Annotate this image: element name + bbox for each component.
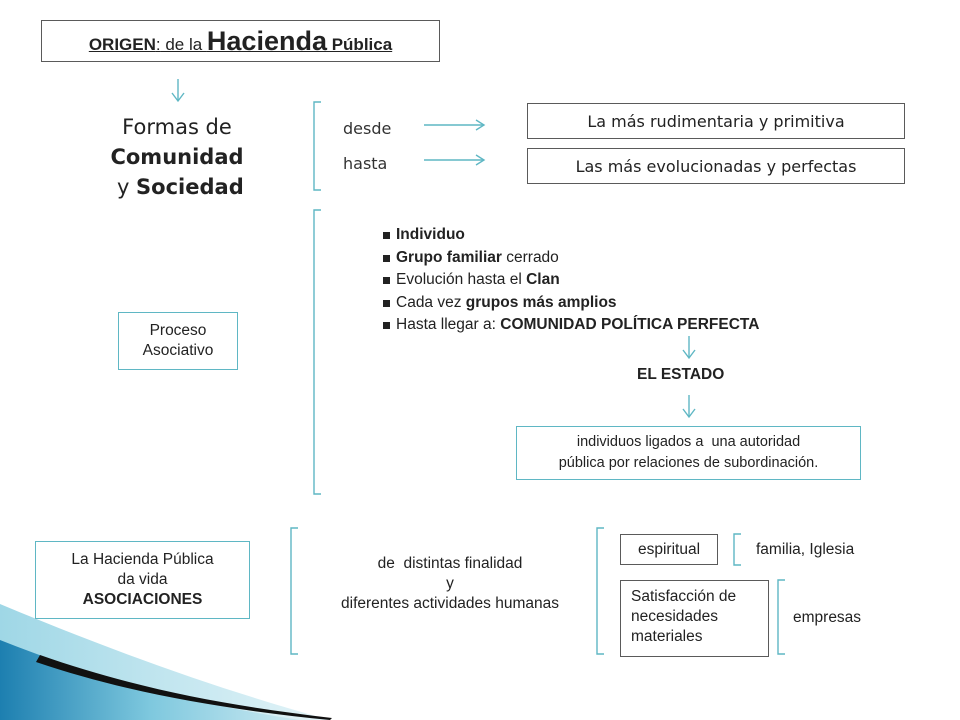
proceso-line2: Asociativo: [143, 341, 214, 361]
arrow-right-desde-icon: [424, 120, 484, 130]
hacienda-vida-box: La Hacienda Pública da vida ASOCIACIONES: [35, 541, 250, 619]
formas-line1: Formas de: [52, 112, 302, 142]
bullet-bold: COMUNIDAD POLÍTICA PERFECTA: [500, 316, 759, 333]
bullet-pre: Cada vez: [396, 294, 466, 311]
hacienda-vida-line3: ASOCIACIONES: [71, 590, 213, 610]
finalidad-line1: de distintas finalidad: [305, 554, 595, 574]
bullet-bold: Grupo familiar: [396, 249, 502, 266]
rudimentaria-box: La más rudimentaria y primitiva: [527, 103, 905, 139]
individuos-line1: individuos ligados a una autoridad: [559, 432, 819, 453]
bullet-bold: Individuo: [396, 226, 465, 243]
bullet-item: Cada vez grupos más amplios: [383, 292, 759, 315]
desde-label: desde: [343, 119, 391, 138]
arrow-down-origen-icon: [172, 79, 184, 101]
arrow-right-hasta-icon: [424, 155, 484, 165]
formas-comunidad: Comunidad: [110, 145, 243, 169]
bullet-item: Individuo: [383, 224, 759, 247]
bullet-pre: Hasta llegar a:: [396, 316, 500, 333]
origen-box: ORIGEN: de la Hacienda Pública: [41, 20, 440, 62]
satisfaccion-box: Satisfacción de necesidades materiales: [620, 580, 769, 657]
formas-sociedad: Sociedad: [136, 175, 244, 199]
origen-de-la: de la: [161, 35, 207, 54]
finalidad-line2: y: [305, 574, 595, 594]
evolucionadas-box: Las más evolucionadas y perfectas: [527, 148, 905, 184]
origen-title: ORIGEN: de la Hacienda Pública: [89, 26, 392, 57]
bullet-item: Evolución hasta el Clan: [383, 269, 759, 292]
satisfaccion-line2: necesidades: [631, 607, 758, 627]
arrow-down-individuos-icon: [683, 395, 695, 417]
el-estado-label: EL ESTADO: [637, 366, 724, 384]
individuos-line2: pública por relaciones de subordinación.: [559, 453, 819, 474]
hacienda-vida-line1: La Hacienda Pública: [71, 550, 213, 570]
bracket-proceso: [314, 210, 321, 494]
hasta-label: hasta: [343, 154, 387, 173]
bullet-pre: Evolución hasta el: [396, 271, 526, 288]
arrow-down-estado-icon: [683, 336, 695, 358]
satisfaccion-line1: Satisfacción de: [631, 587, 758, 607]
hacienda-vida-line2: da vida: [71, 570, 213, 590]
origen-hacienda: Hacienda: [207, 26, 327, 56]
formas-y: y: [110, 175, 136, 199]
bullet-item: Grupo familiar cerrado: [383, 247, 759, 270]
proceso-line1: Proceso: [143, 321, 214, 341]
corner-swoosh-decoration: [0, 604, 332, 720]
bracket-desde-hasta: [314, 102, 321, 190]
finalidad-line3: diferentes actividades humanas: [305, 594, 595, 614]
individuos-box: individuos ligados a una autoridad públi…: [516, 426, 861, 480]
espiritual-text: espiritual: [638, 541, 700, 559]
bracket-empresas: [778, 580, 785, 654]
bullet-item: Hasta llegar a: COMUNIDAD POLÍTICA PERFE…: [383, 314, 759, 337]
bracket-finalidad: [291, 528, 298, 654]
bullet-post: cerrado: [502, 249, 559, 266]
espiritual-box: espiritual: [620, 534, 718, 565]
bracket-familia: [734, 534, 741, 565]
empresas-label: empresas: [793, 609, 861, 627]
evolucionadas-text: Las más evolucionadas y perfectas: [576, 157, 857, 176]
rudimentaria-text: La más rudimentaria y primitiva: [587, 112, 844, 131]
bracket-tipos: [597, 528, 604, 654]
formas-line2: Comunidad y Sociedad: [52, 142, 302, 202]
finalidad-text: de distintas finalidad y diferentes acti…: [305, 554, 595, 614]
satisfaccion-line3: materiales: [631, 627, 758, 647]
bullet-bold: grupos más amplios: [466, 294, 617, 311]
bullet-bold: Clan: [526, 271, 560, 288]
origen-publica: Pública: [327, 35, 392, 54]
familia-iglesia-label: familia, Iglesia: [756, 541, 854, 559]
proceso-bullet-list: Individuo Grupo familiar cerrado Evoluci…: [383, 224, 759, 337]
origen-label: ORIGEN: [89, 35, 156, 54]
formas-heading: Formas de Comunidad y Sociedad: [52, 112, 302, 202]
proceso-asociativo-box: Proceso Asociativo: [118, 312, 238, 370]
